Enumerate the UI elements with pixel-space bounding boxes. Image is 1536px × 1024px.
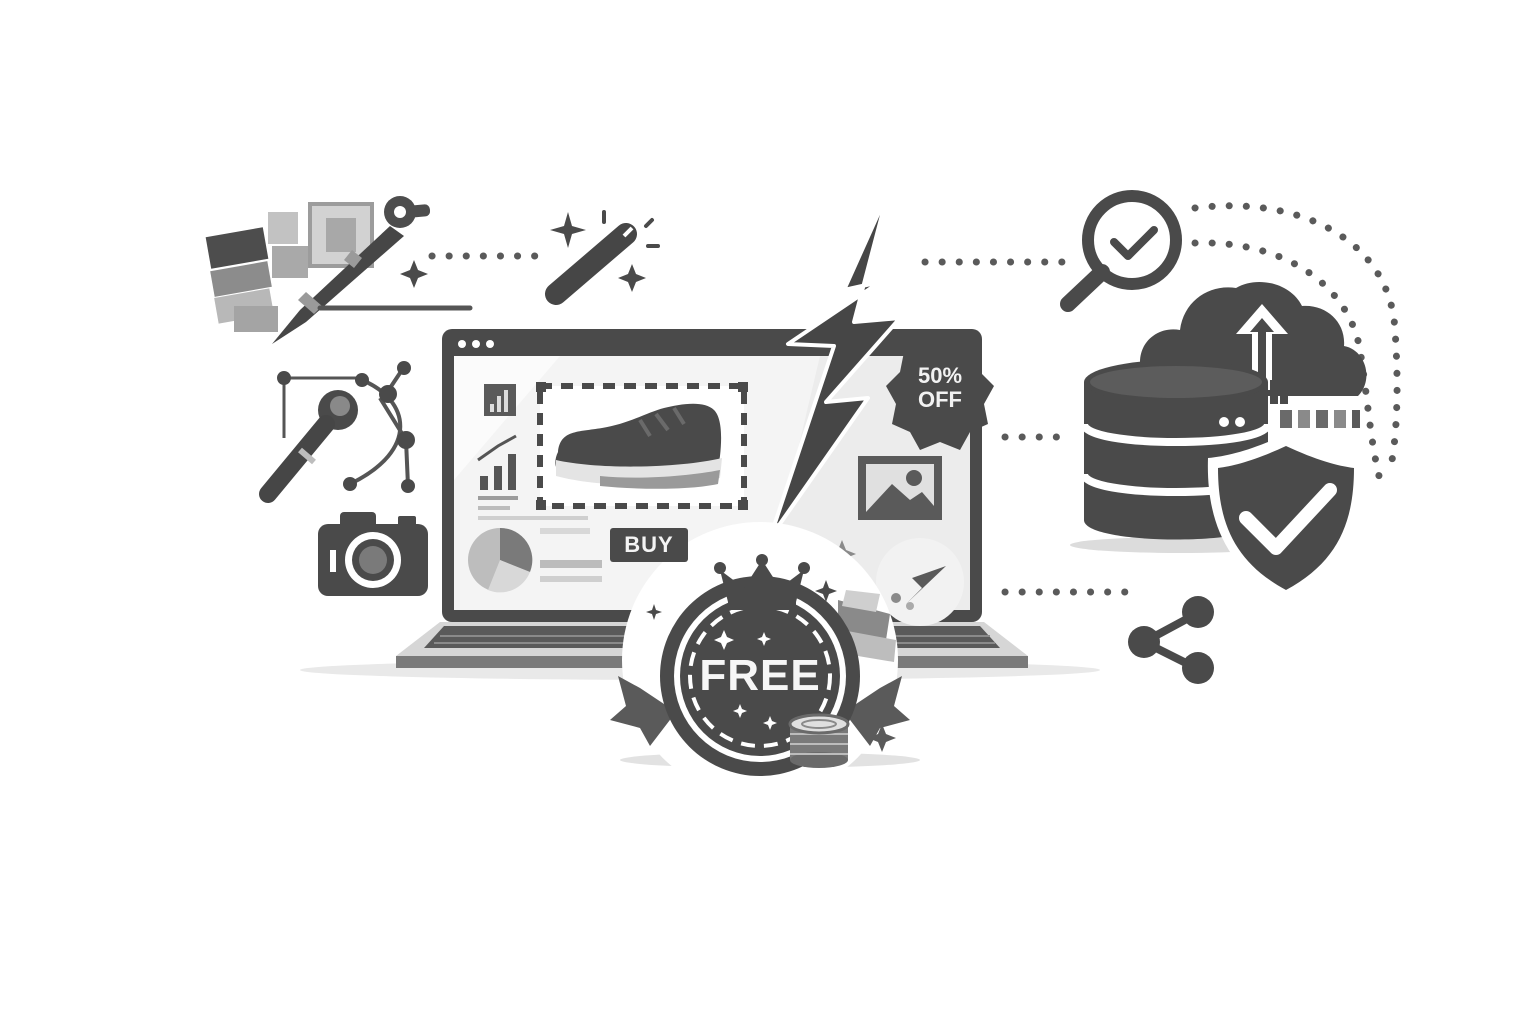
- bezier-curve-icon: [277, 361, 415, 493]
- coin-stack-icon: [788, 713, 850, 768]
- magic-wand-icon: [400, 210, 660, 305]
- camera-icon: [318, 512, 428, 596]
- share-icon: [1128, 596, 1214, 684]
- bar-chart-icon: [477, 434, 588, 520]
- pen-tool-icon: [272, 196, 473, 344]
- pie-chart-icon: [468, 527, 602, 593]
- discount-label: 50% OFF: [888, 364, 992, 412]
- discount-badge-icon: [886, 340, 994, 450]
- buy-button[interactable]: BUY: [610, 528, 688, 562]
- color-swatch-icon: [205, 202, 374, 332]
- free-label: FREE: [699, 651, 821, 700]
- crown-icon: [714, 554, 810, 610]
- search-check-icon: [1060, 190, 1182, 312]
- discount-word: OFF: [918, 387, 962, 412]
- image-placeholder-icon: [858, 456, 942, 520]
- dotted-connectors: [428, 202, 1401, 596]
- brush-icon: [259, 390, 358, 503]
- product-shoe-icon: [555, 403, 722, 489]
- discount-percent: 50%: [917, 363, 963, 388]
- cursor-arrow-icon: [828, 538, 964, 626]
- screen-bar-chart-icon: [484, 384, 516, 416]
- shield-check-icon: [1207, 434, 1365, 600]
